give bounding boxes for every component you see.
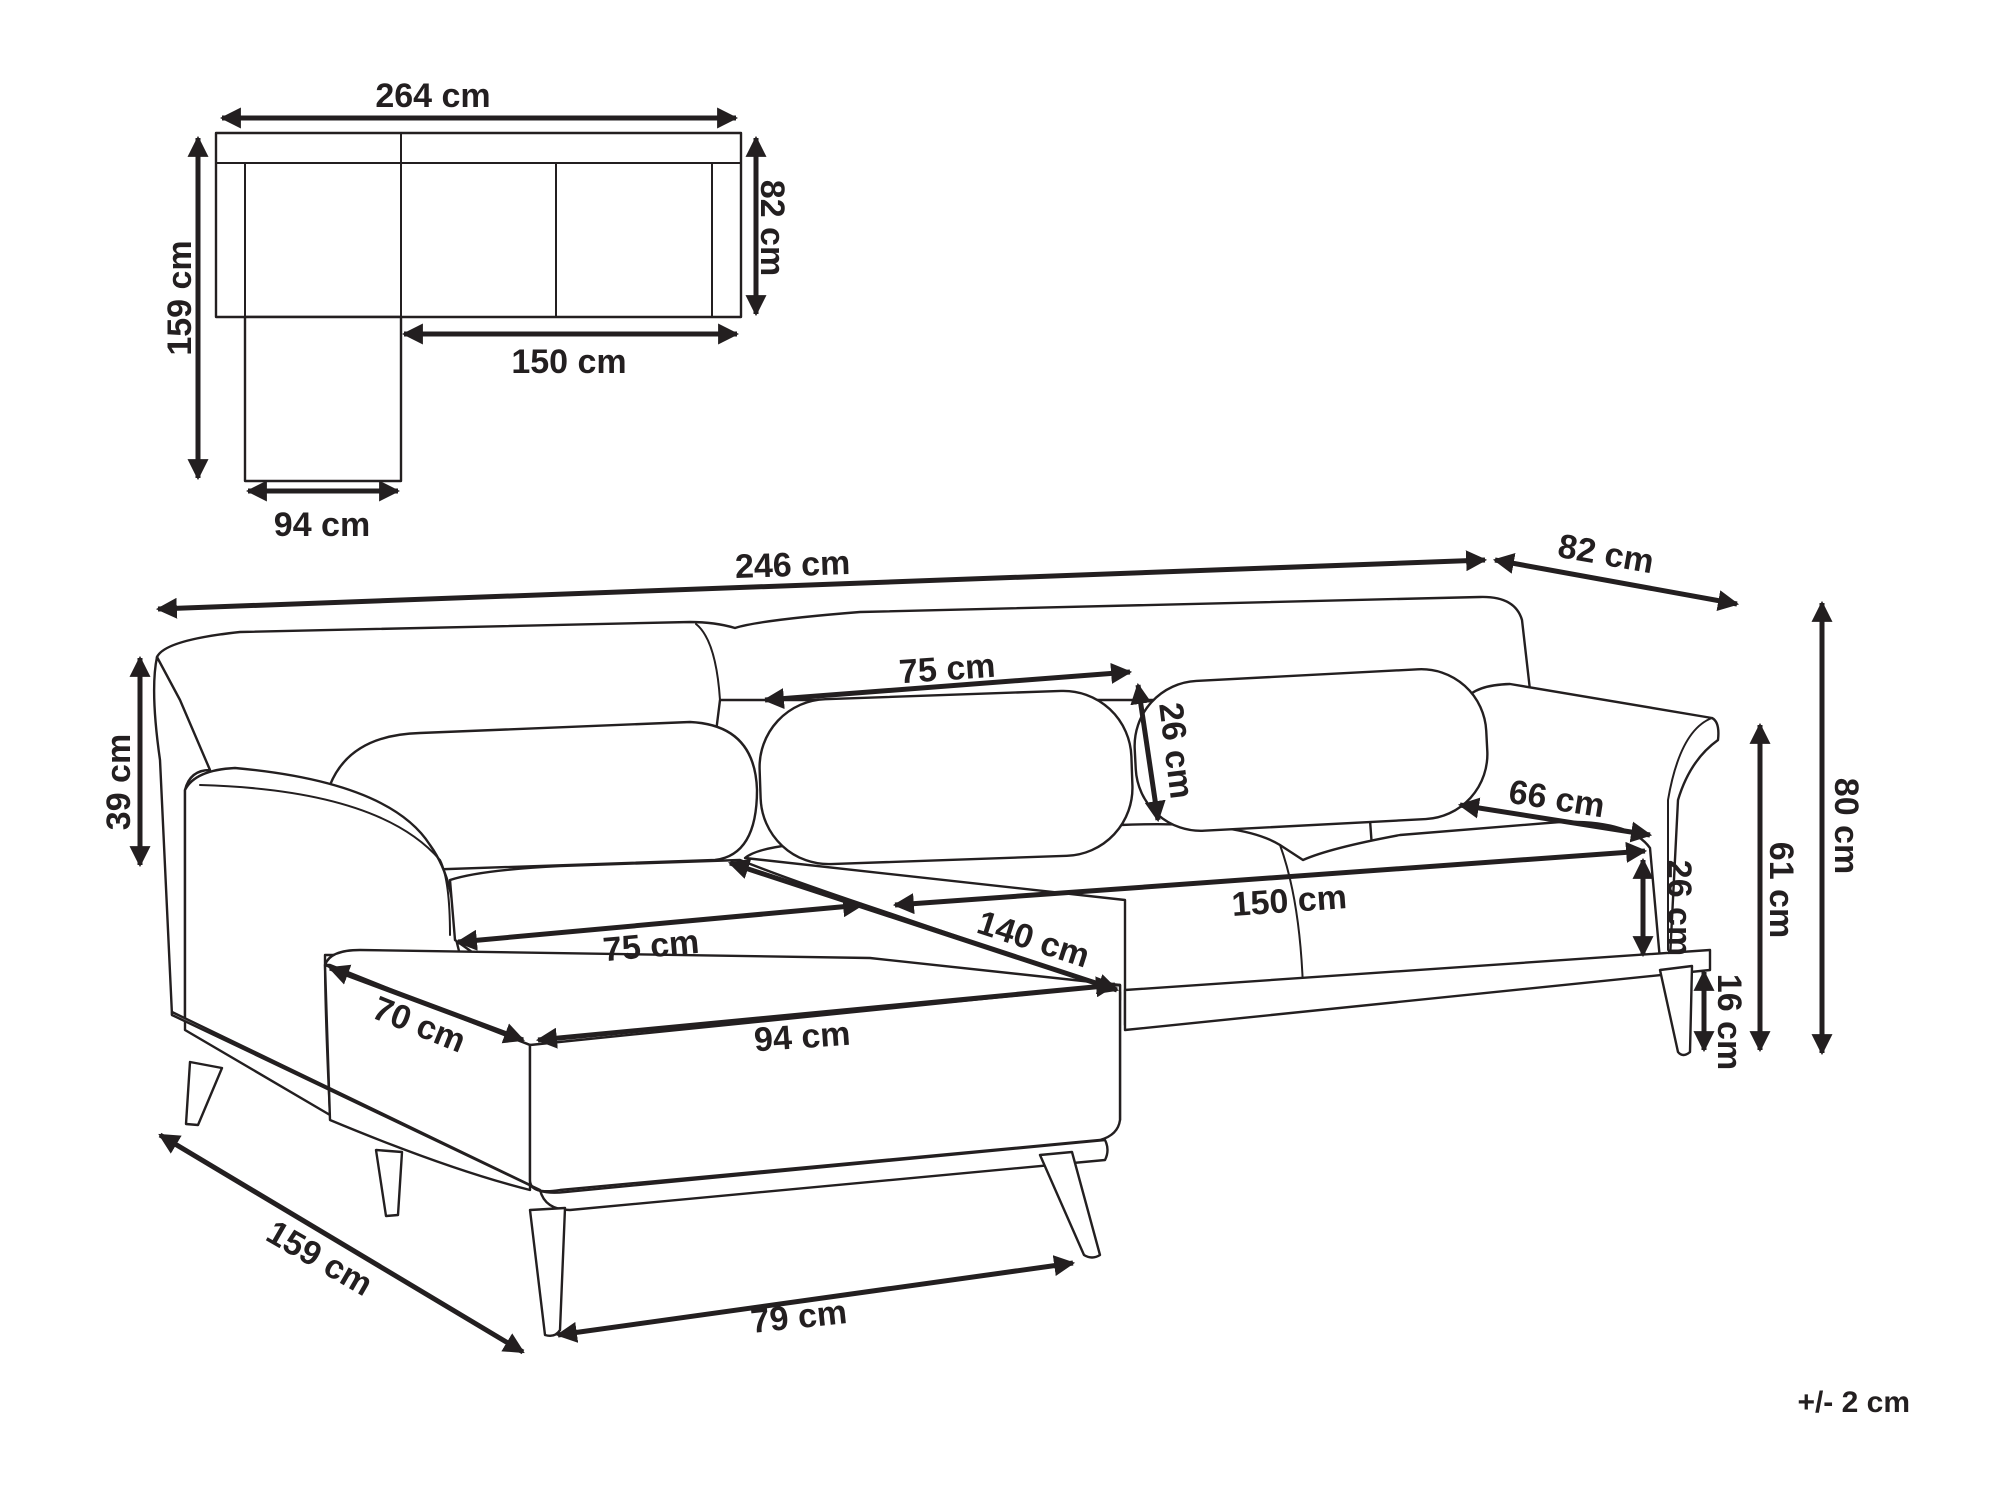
seat-height-label: 61 cm — [1762, 842, 1800, 938]
top-chaise-width-label: 94 cm — [274, 506, 370, 544]
top-view-backrest — [215, 132, 742, 164]
top-depth-label: 82 cm — [753, 180, 791, 276]
dimension-line — [1492, 553, 1740, 611]
sofa-leg — [184, 1060, 224, 1127]
top-view-chaise — [243, 315, 403, 483]
sofa-leg — [1038, 1150, 1102, 1259]
top-sofa-length-label: 150 cm — [511, 343, 626, 381]
chaise-width-label: 94 cm — [753, 1015, 852, 1060]
dimension-line — [328, 964, 525, 1044]
seat-length-label: 150 cm — [1230, 878, 1348, 924]
dimension-line — [555, 1255, 1076, 1343]
dimension-line — [155, 550, 1488, 619]
back-pillow-middle — [758, 689, 1134, 866]
chaise-base — [170, 1010, 1109, 1212]
chaise-length-label: 159 cm — [260, 1213, 379, 1304]
length-label: 246 cm — [734, 544, 851, 586]
backrest-height-label: 39 cm — [100, 734, 138, 830]
left-armrest-piping — [199, 784, 451, 936]
sofa-perspective — [152, 595, 1720, 1338]
chaise-front-label: 79 cm — [749, 1293, 849, 1341]
top-total-depth-label: 159 cm — [161, 240, 199, 355]
sofa-leg — [528, 1206, 567, 1338]
top-view-sofa-outline — [214, 131, 743, 319]
top-view: 264 cm 82 cm 159 cm 150 cm 94 cm — [161, 77, 791, 544]
dimension-line — [455, 896, 865, 951]
arm-height-label: 26 cm — [1660, 860, 1698, 956]
dimension-line — [762, 662, 1133, 710]
top-width-label: 264 cm — [375, 77, 490, 115]
pillow-width-label: 75 cm — [898, 647, 997, 692]
dimension-line — [1457, 797, 1653, 843]
sofa-leg — [1658, 964, 1694, 1057]
dimension-line — [535, 976, 1118, 1049]
leg-height-label: 16 cm — [1710, 974, 1748, 1070]
dimension-line — [1130, 682, 1166, 823]
seat-left-label: 75 cm — [601, 923, 700, 969]
total-height-label: 80 cm — [1827, 778, 1865, 874]
backrest-divider — [695, 623, 721, 701]
dimension-line — [158, 1132, 525, 1355]
dimension-line — [728, 858, 1119, 995]
right-armrest-edge — [1667, 717, 1713, 951]
sofa-leg — [374, 1148, 404, 1218]
tolerance-note: +/- 2 cm — [1797, 1386, 1910, 1419]
